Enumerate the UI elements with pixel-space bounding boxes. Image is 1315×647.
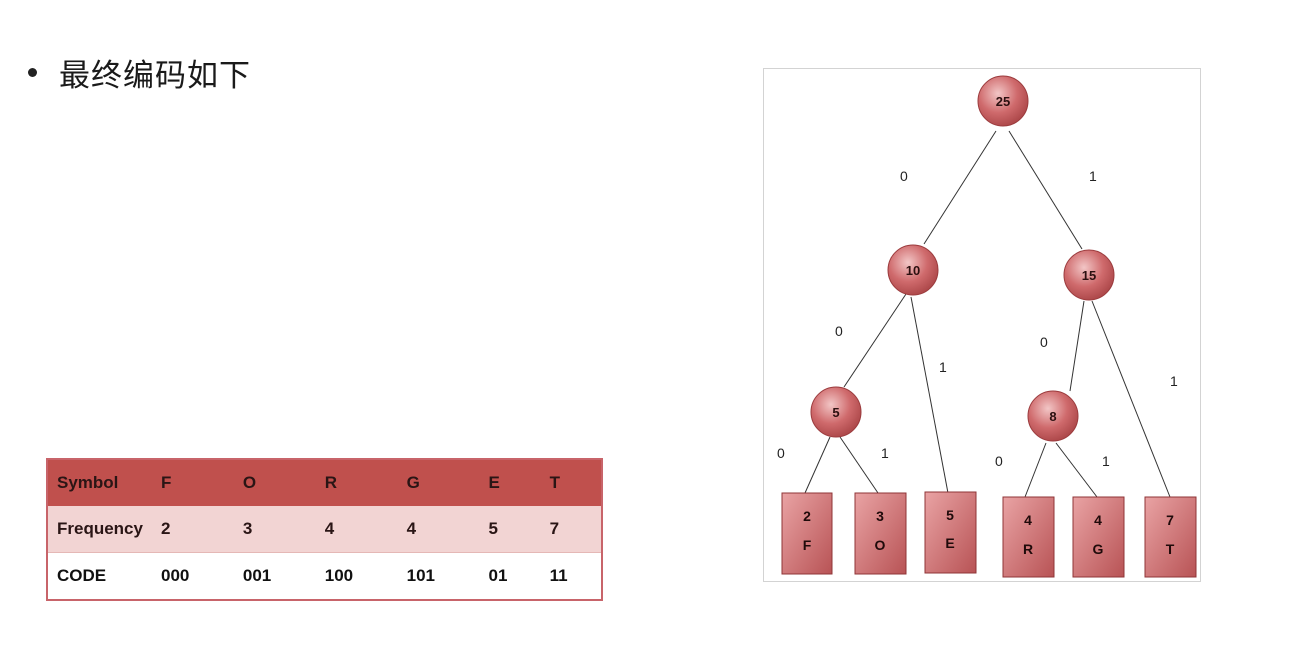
leaf-symbol-E: E bbox=[945, 535, 954, 551]
table-cell: 000 bbox=[152, 552, 234, 600]
edge-label-8-right: 1 bbox=[1102, 453, 1110, 469]
table-cell: 4 bbox=[315, 506, 398, 553]
leaf-freq-G: 4 bbox=[1094, 512, 1102, 528]
edge-root-right bbox=[1008, 130, 1083, 250]
leaf-symbol-G: G bbox=[1093, 541, 1104, 557]
table-cell: O bbox=[233, 459, 316, 506]
node-label-25: 25 bbox=[996, 94, 1010, 109]
leaf-symbol-T: T bbox=[1166, 541, 1175, 557]
edge-root-left bbox=[923, 130, 997, 245]
table-row-symbol: Symbol F O R G E T bbox=[47, 459, 602, 506]
row-header-code: CODE bbox=[47, 552, 152, 600]
table-cell: G bbox=[397, 459, 480, 506]
leaf-freq-F: 2 bbox=[803, 508, 811, 524]
node-label-8: 8 bbox=[1049, 409, 1056, 424]
table-row-frequency: Frequency 2 3 4 4 5 7 bbox=[47, 506, 602, 553]
edge-label-10-left: 0 bbox=[835, 323, 843, 339]
table-cell: 101 bbox=[397, 552, 480, 600]
table-cell: F bbox=[152, 459, 234, 506]
row-header-symbol: Symbol bbox=[47, 459, 152, 506]
leaf-symbol-R: R bbox=[1023, 541, 1033, 557]
heading-text: 最终编码如下 bbox=[59, 57, 251, 94]
tree-node-15: 15 bbox=[1063, 249, 1115, 301]
table-cell: 11 bbox=[540, 552, 602, 600]
row-header-frequency: Frequency bbox=[47, 506, 152, 553]
edge-10-left bbox=[843, 293, 907, 388]
table-cell: 4 bbox=[397, 506, 480, 553]
leaf-symbol-O: O bbox=[875, 537, 886, 553]
table-cell: 5 bbox=[479, 506, 541, 553]
tree-node-25: 25 bbox=[977, 75, 1029, 127]
leaf-freq-T: 7 bbox=[1166, 512, 1174, 528]
edge-5-right bbox=[839, 436, 879, 494]
table-cell: 2 bbox=[152, 506, 234, 553]
tree-leaf-G: 4 G bbox=[1072, 496, 1125, 578]
edge-8-left bbox=[1024, 442, 1047, 498]
tree-node-10: 10 bbox=[887, 244, 939, 296]
edge-15-left bbox=[1069, 300, 1085, 392]
table-cell: E bbox=[479, 459, 541, 506]
edge-15-right bbox=[1091, 300, 1171, 498]
tree-leaf-T: 7 T bbox=[1144, 496, 1197, 578]
edge-10-right bbox=[910, 296, 949, 494]
edge-label-8-left: 0 bbox=[995, 453, 1003, 469]
table-cell: R bbox=[315, 459, 398, 506]
leaf-freq-O: 3 bbox=[876, 508, 884, 524]
table-cell: 01 bbox=[479, 552, 541, 600]
tree-node-5: 5 bbox=[810, 386, 862, 438]
leaf-freq-R: 4 bbox=[1024, 512, 1032, 528]
table-cell: T bbox=[540, 459, 602, 506]
heading-line: 最终编码如下 bbox=[28, 50, 251, 94]
edge-label-root-left: 0 bbox=[900, 168, 908, 184]
leaf-symbol-F: F bbox=[803, 537, 812, 553]
tree-leaf-O: 3 O bbox=[854, 492, 907, 575]
node-label-5: 5 bbox=[832, 405, 839, 420]
edge-label-15-left: 0 bbox=[1040, 334, 1048, 350]
edge-5-left bbox=[804, 436, 831, 494]
edge-label-10-right: 1 bbox=[939, 359, 947, 375]
table-cell: 3 bbox=[233, 506, 316, 553]
huffman-tree: 0 1 0 1 0 1 0 1 0 1 25 10 15 5 8 bbox=[777, 75, 1197, 578]
huffman-code-table: Symbol F O R G E T Frequency 2 3 4 4 5 7… bbox=[46, 458, 603, 601]
tree-leaf-R: 4 R bbox=[1002, 496, 1055, 578]
edge-label-root-right: 1 bbox=[1089, 168, 1097, 184]
node-label-10: 10 bbox=[906, 263, 920, 278]
tree-leaf-F: 2 F bbox=[781, 492, 833, 575]
bullet-icon bbox=[28, 67, 37, 77]
tree-leaf-E: 5 E bbox=[924, 491, 977, 574]
node-label-15: 15 bbox=[1082, 268, 1096, 283]
edge-label-5-left: 0 bbox=[777, 445, 785, 461]
table-row-code: CODE 000 001 100 101 01 11 bbox=[47, 552, 602, 600]
edge-label-5-right: 1 bbox=[881, 445, 889, 461]
leaf-freq-E: 5 bbox=[946, 507, 954, 523]
table-cell: 100 bbox=[315, 552, 398, 600]
table-cell: 7 bbox=[540, 506, 602, 553]
edge-label-15-right: 1 bbox=[1170, 373, 1178, 389]
tree-node-8: 8 bbox=[1027, 390, 1079, 442]
huffman-tree-panel: 0 1 0 1 0 1 0 1 0 1 25 10 15 5 8 bbox=[763, 68, 1201, 582]
table-cell: 001 bbox=[233, 552, 316, 600]
edge-8-right bbox=[1055, 442, 1098, 498]
